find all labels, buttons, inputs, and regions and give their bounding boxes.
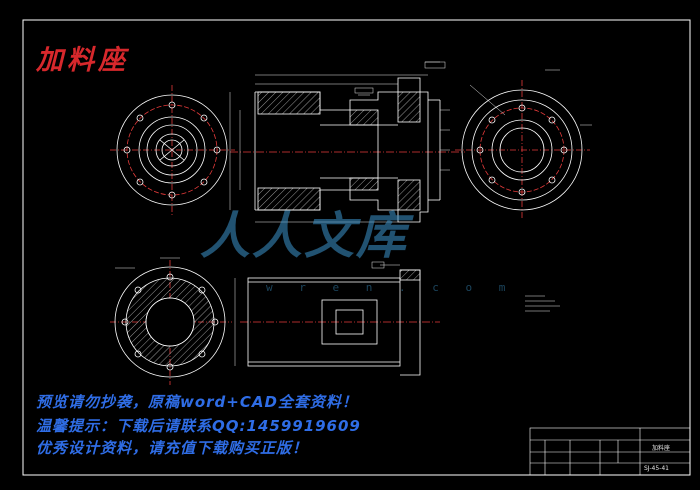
title-block-drawing-no: SJ-45-41 <box>644 465 669 472</box>
section-view-main <box>229 61 465 223</box>
watermark-url: w r e n . c o m <box>266 281 516 294</box>
flange-view-right <box>455 69 592 220</box>
section-view-bottom-left <box>110 257 232 385</box>
side-view-bottom <box>234 261 440 376</box>
title-block <box>529 427 691 476</box>
drawing-title: 加料座 <box>36 45 129 76</box>
notice-line-2: 温馨提示：下载后请联系QQ:1459919609 <box>36 417 361 435</box>
title-block-part-name: 加料座 <box>652 445 671 452</box>
technical-notes <box>525 295 560 312</box>
end-view-left <box>110 85 235 215</box>
notice-line-1: 预览请勿抄袭，原稿word+CAD全套资料！ <box>36 393 358 411</box>
notice-line-3: 优秀设计资料，请充值下载购买正版！ <box>36 439 309 457</box>
drawing-border <box>22 19 691 476</box>
watermark-logo: 人人文库 <box>200 206 408 265</box>
